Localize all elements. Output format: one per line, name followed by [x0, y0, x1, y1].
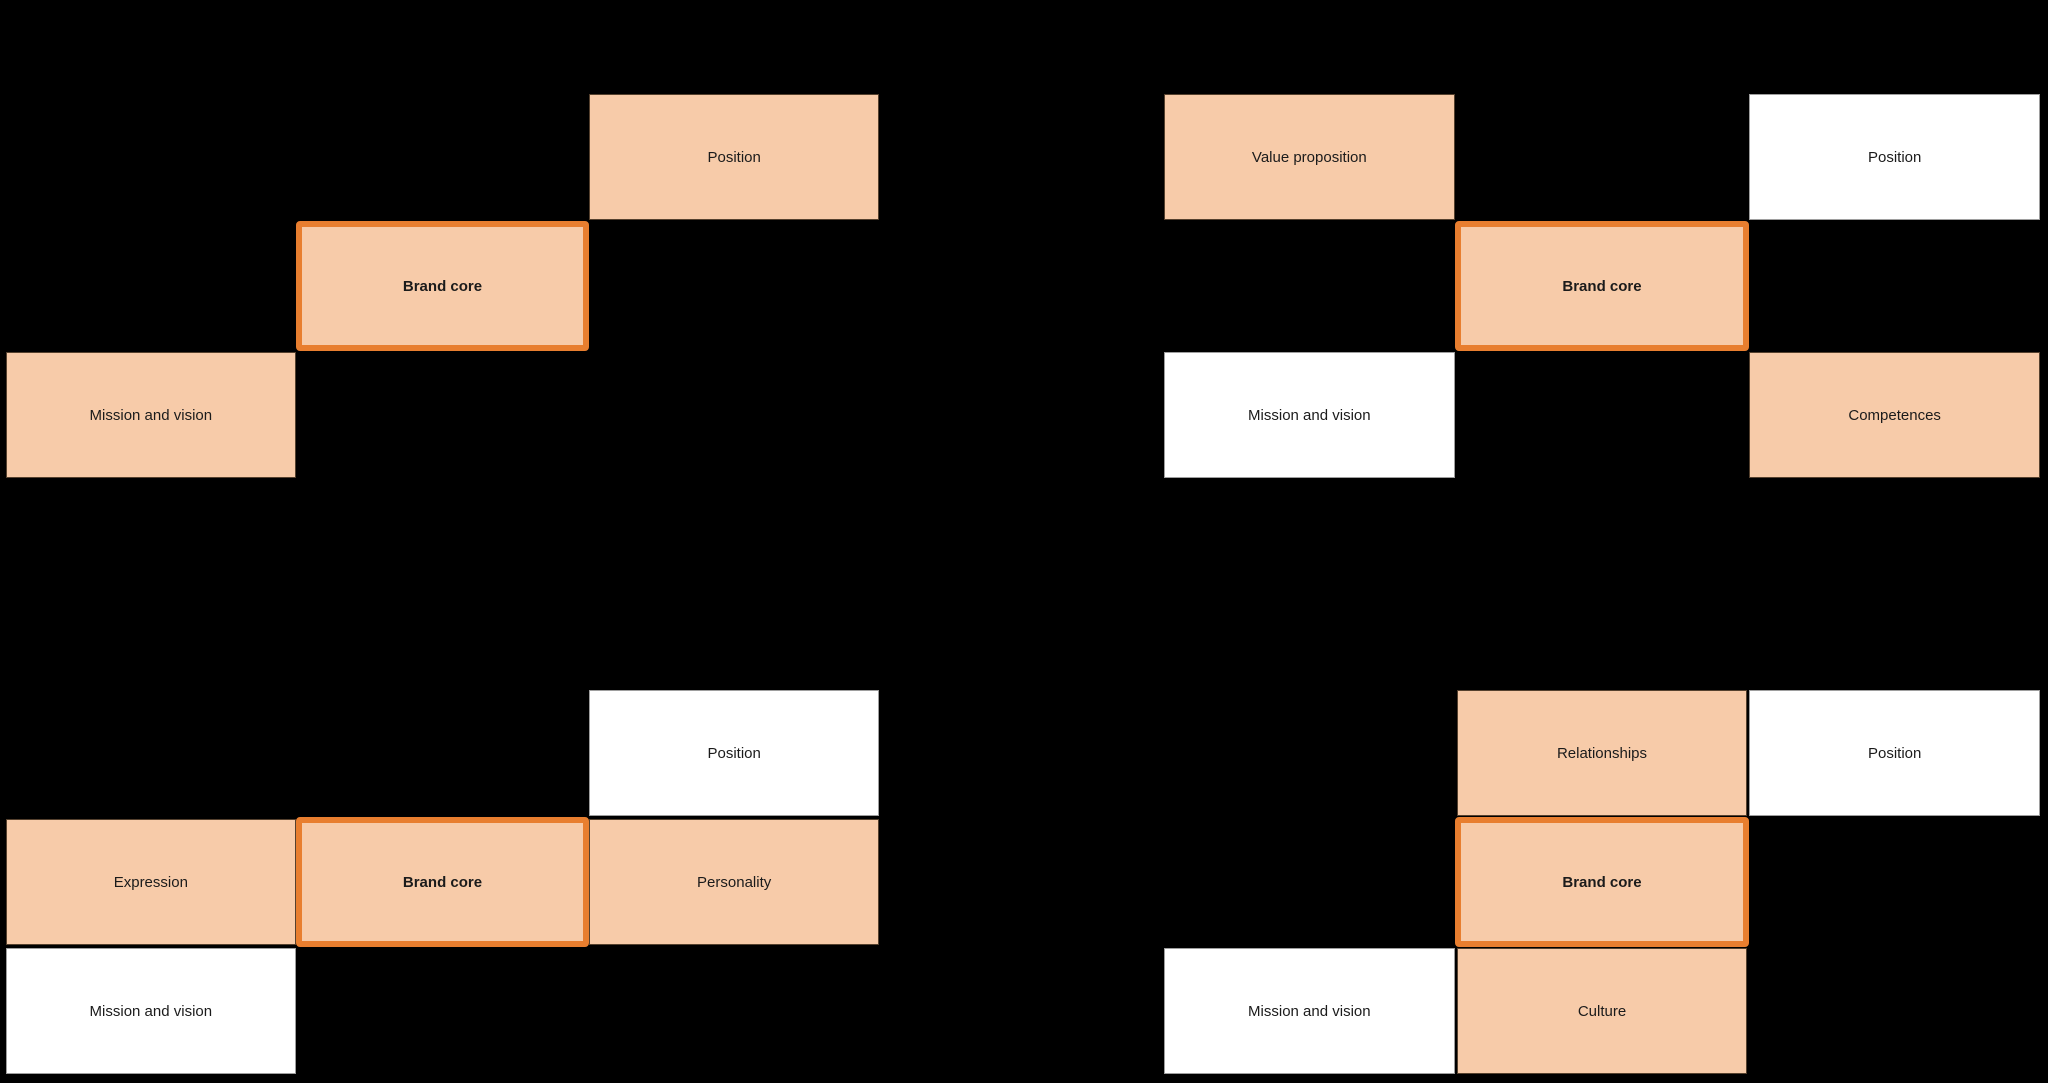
- cell-position: Position: [1749, 690, 2040, 816]
- cell-expression: Expression: [6, 819, 296, 945]
- cell-label: Mission and vision: [89, 1002, 213, 1020]
- cell-culture: Culture: [1456, 948, 1748, 1074]
- cell-mission-and-vision: Mission and vision: [6, 352, 296, 478]
- matrix-bottom-right: Relationships Position Brand core Missio…: [1164, 690, 2040, 1074]
- cell-mission-and-vision: Mission and vision: [6, 948, 296, 1074]
- cell-label: Relationships: [1556, 744, 1648, 762]
- cell-label: Position: [707, 744, 761, 762]
- cell-value-proposition: Value proposition: [1164, 94, 1455, 220]
- cell-position: Position: [1749, 94, 2040, 220]
- matrix-top-right: Value proposition Position Brand core Mi…: [1164, 94, 2040, 478]
- matrix-bottom-left: Position Expression Brand core Personali…: [6, 690, 879, 1074]
- cell-mission-and-vision: Mission and vision: [1164, 352, 1455, 478]
- cell-brand-core: Brand core: [1454, 221, 1750, 351]
- cell-label: Mission and vision: [1248, 1002, 1371, 1020]
- cell-label: Brand core: [402, 277, 483, 295]
- cell-label: Position: [707, 148, 761, 166]
- cell-label: Mission and vision: [89, 406, 213, 424]
- cell-label: Brand core: [402, 873, 483, 891]
- cell-label: Brand core: [1562, 873, 1642, 891]
- cell-position: Position: [589, 690, 879, 816]
- cell-personality: Personality: [589, 819, 879, 945]
- cell-brand-core: Brand core: [1454, 817, 1750, 947]
- cell-label: Position: [1867, 148, 1922, 166]
- cell-brand-core: Brand core: [295, 221, 590, 351]
- cell-brand-core: Brand core: [295, 817, 590, 947]
- cell-relationships: Relationships: [1456, 690, 1748, 816]
- cell-label: Expression: [113, 873, 188, 891]
- matrix-top-left: Position Brand core Mission and vision: [6, 94, 879, 478]
- cell-label: Culture: [1577, 1002, 1627, 1020]
- cell-mission-and-vision: Mission and vision: [1164, 948, 1455, 1074]
- cell-label: Brand core: [1562, 277, 1642, 295]
- cell-label: Competences: [1848, 406, 1941, 424]
- cell-competences: Competences: [1749, 352, 2040, 478]
- cell-label: Personality: [697, 873, 772, 891]
- cell-label: Mission and vision: [1248, 406, 1371, 424]
- cell-label: Position: [1867, 744, 1922, 762]
- cell-label: Value proposition: [1251, 148, 1367, 166]
- cell-position: Position: [589, 94, 879, 220]
